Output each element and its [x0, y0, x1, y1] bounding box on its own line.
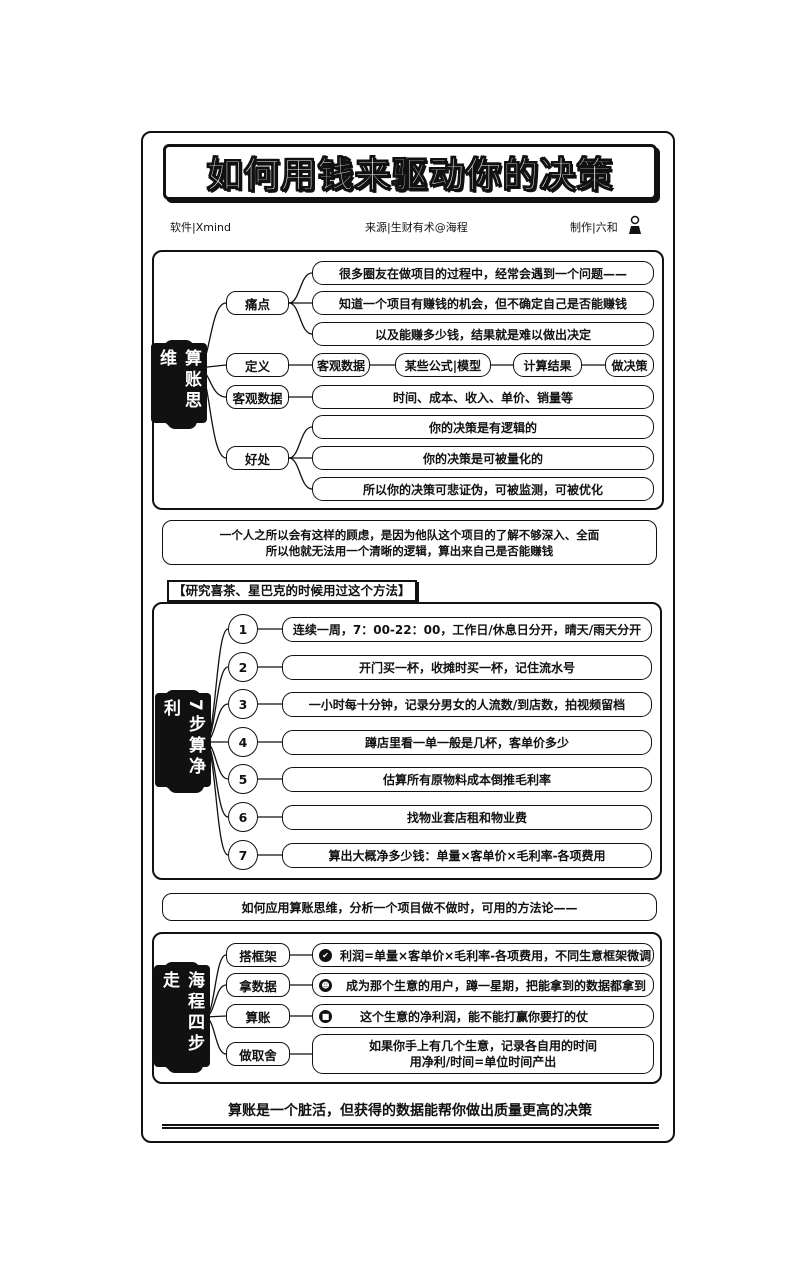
- seven-steps-title-text: 7步算净利: [155, 693, 211, 787]
- definition-step: 某些公式|模型: [395, 353, 491, 377]
- step-text: 开门买一杯，收摊时买一杯，记住流水号: [282, 655, 652, 680]
- step-text: 算出大概净多少钱：单量×客单价×毛利率-各项费用: [282, 843, 652, 868]
- four-steps-title-text: 海程四步走: [154, 965, 210, 1067]
- accounting-thinking-title-text: 算账思维: [151, 343, 207, 423]
- footer-divider: [162, 1124, 659, 1129]
- benefit-item: 你的决策是有逻辑的: [312, 415, 654, 439]
- benefit-item: 你的决策是可被量化的: [312, 446, 654, 470]
- person-icon: [628, 215, 642, 235]
- definition-step: 客观数据: [312, 353, 370, 377]
- pain-point-item: 很多圈友在做项目的过程中，经常会遇到一个问题——: [312, 261, 654, 285]
- insight-note-line: 一个人之所以会有这样的顾虑，是因为他队这个项目的了解不够深入、全面: [219, 527, 600, 542]
- step-number: 7: [228, 840, 258, 870]
- tradeoff-detail-line: 如果你手上有几个生意，记录各自用的时间: [368, 1039, 597, 1053]
- step-text: 连续一周，7：00-22：00，工作日/休息日分开，晴天/雨天分开: [282, 617, 652, 642]
- calculate-detail-text: 这个生意的净利润，能不能打赢你要打的仗: [360, 1009, 589, 1024]
- accounting-thinking-title: 算账思维: [151, 340, 207, 426]
- framework-detail-text: 利润=单量×客单价×毛利率-各项费用，不同生意框架微调: [340, 948, 652, 963]
- definition-step: 计算结果: [513, 353, 582, 377]
- user-icon: ☻: [319, 978, 332, 992]
- benefit-item: 所以你的决策可悲证伪，可被监测，可被优化: [312, 477, 654, 501]
- step-make-tradeoff: 做取舍: [226, 1042, 290, 1066]
- methodology-note: 如何应用算账思维，分析一个项目做不做时，可用的方法论——: [162, 893, 657, 921]
- step-number: 4: [228, 727, 258, 757]
- pain-point-item: 知道一个项目有赚钱的机会，但不确定自己是否能赚钱: [312, 291, 654, 315]
- branch-pain-point: 痛点: [226, 291, 289, 315]
- step-text: 找物业套店租和物业费: [282, 805, 652, 830]
- step-text: 一小时每十分钟，记录分男女的人流数/到店数，拍视频留档: [282, 692, 652, 717]
- branch-benefits: 好处: [226, 446, 289, 470]
- framework-detail: ✔ 利润=单量×客单价×毛利率-各项费用，不同生意框架微调: [312, 943, 654, 967]
- seven-steps-title: 7步算净利: [155, 690, 211, 790]
- title-banner: 如何用钱来驱动你的决策: [163, 144, 657, 200]
- four-steps-title: 海程四步走: [154, 962, 210, 1070]
- step-number: 6: [228, 802, 258, 832]
- calculator-icon: ■: [319, 1009, 332, 1023]
- pain-point-item: 以及能赚多少钱，结果就是难以做出决定: [312, 322, 654, 346]
- step-calculate: 算账: [226, 1004, 290, 1028]
- page-title: 如何用钱来驱动你的决策: [206, 155, 614, 197]
- step-number: 5: [228, 764, 258, 794]
- branch-definition: 定义: [226, 353, 289, 377]
- data-detail: ☻ 成为那个生意的用户，蹲一星期，把能拿到的数据都拿到: [312, 973, 654, 997]
- software-credit: 软件|Xmind: [170, 221, 231, 234]
- insight-note-line: 所以他就无法用一个清晰的逻辑，算出来自己是否能赚钱: [265, 543, 554, 558]
- step-text: 蹲店里看一单一般是几杯，客单价多少: [282, 730, 652, 755]
- objective-data-item: 时间、成本、收入、单价、销量等: [312, 385, 654, 409]
- step-text: 估算所有原物料成本倒推毛利率: [282, 767, 652, 792]
- step-get-data: 拿数据: [226, 973, 290, 997]
- maker-credit: 制作|六和: [570, 221, 618, 234]
- step-build-framework: 搭框架: [226, 943, 290, 967]
- step-number: 3: [228, 689, 258, 719]
- definition-step: 做决策: [605, 353, 654, 377]
- insight-note: 一个人之所以会有这样的顾虑，是因为他队这个项目的了解不够深入、全面 所以他就无法…: [162, 520, 657, 565]
- poster-frame: [141, 131, 675, 1143]
- step-number: 2: [228, 652, 258, 682]
- calculate-detail: ■ 这个生意的净利润，能不能打赢你要打的仗: [312, 1004, 654, 1028]
- method-tag: 【研究喜茶、星巴克的时候用过这个方法】: [167, 580, 417, 602]
- tradeoff-detail: 如果你手上有几个生意，记录各自用的时间 用净利/时间=单位时间产出: [312, 1034, 654, 1074]
- check-icon: ✔: [319, 948, 332, 962]
- data-detail-text: 成为那个生意的用户，蹲一星期，把能拿到的数据都拿到: [346, 978, 647, 993]
- footer-summary: 算账是一个脏活，但获得的数据能帮你做出质量更高的决策: [228, 1103, 592, 1119]
- branch-objective-data: 客观数据: [226, 385, 289, 409]
- tradeoff-detail-line: 用净利/时间=单位时间产出: [409, 1055, 557, 1069]
- step-number: 1: [228, 614, 258, 644]
- source-credit: 来源|生财有术@海程: [365, 221, 468, 234]
